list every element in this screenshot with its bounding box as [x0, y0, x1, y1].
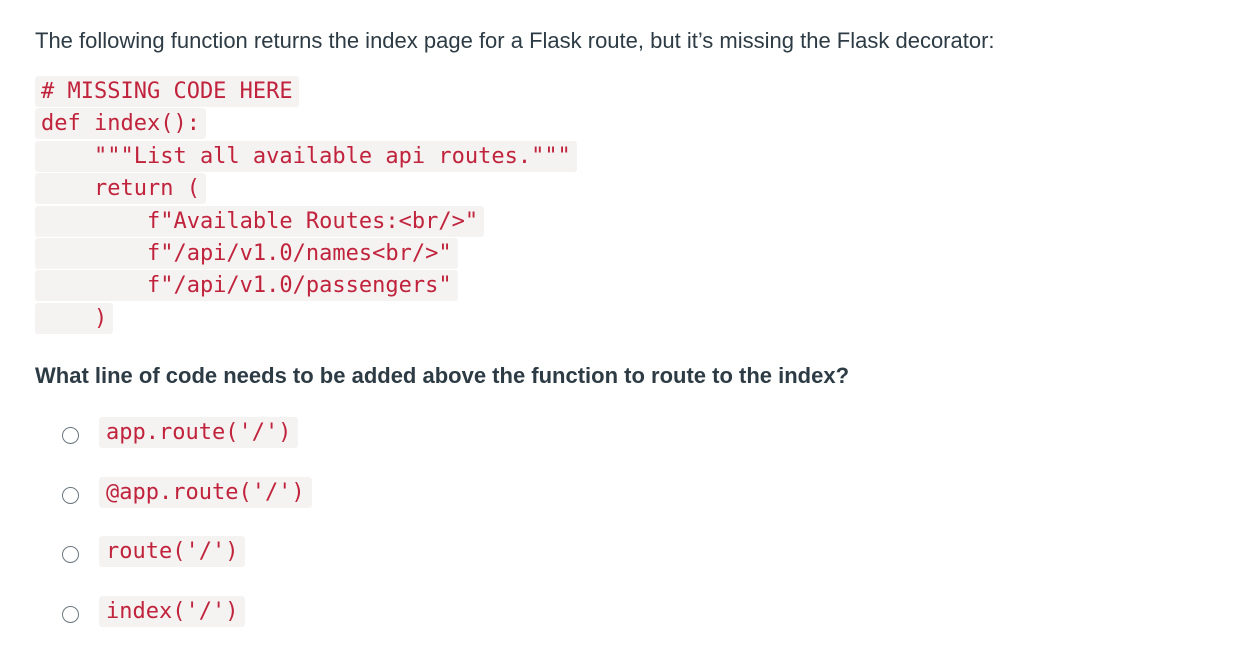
answer-option-1[interactable]: app.route('/') — [62, 417, 312, 477]
radio-button[interactable] — [62, 486, 79, 504]
code-line-text: def index(): — [35, 108, 206, 140]
code-line-text: f"Available Routes:<br/>" — [35, 205, 485, 237]
answer-option-2[interactable]: @app.route('/') — [62, 476, 312, 537]
answer-option-label[interactable]: @app.route('/') — [99, 476, 312, 508]
code-line: return ( — [35, 173, 577, 205]
code-line-text: """List all available api routes.""" — [35, 140, 577, 172]
code-line: ) — [35, 302, 577, 335]
answer-option-label[interactable]: route('/') — [99, 536, 246, 567]
question-text: What line of code needs to be added abov… — [35, 363, 850, 388]
question-intro-text: The following function returns the index… — [35, 28, 995, 53]
code-line: f"Available Routes:<br/>" — [35, 205, 577, 238]
code-line-text: return ( — [35, 173, 206, 205]
code-line-text: # MISSING CODE HERE — [35, 76, 299, 107]
code-line: """List all available api routes.""" — [35, 140, 577, 173]
code-line: # MISSING CODE HERE — [35, 76, 577, 108]
radio-button[interactable] — [62, 605, 79, 623]
code-line-text: f"/api/v1.0/names<br/>" — [35, 237, 458, 269]
answer-option-label[interactable]: index('/') — [99, 595, 246, 627]
code-line: f"/api/v1.0/names<br/>" — [35, 237, 577, 270]
code-line-text: f"/api/v1.0/passengers" — [35, 270, 458, 302]
code-line-text: ) — [35, 302, 114, 334]
radio-button[interactable] — [62, 427, 79, 444]
answer-option-label[interactable]: app.route('/') — [99, 417, 299, 448]
code-snippet: # MISSING CODE HERE def index(): """List… — [35, 76, 577, 335]
code-line: def index(): — [35, 108, 577, 140]
radio-button[interactable] — [62, 546, 79, 563]
answer-option-4[interactable]: index('/') — [62, 595, 312, 656]
code-line: f"/api/v1.0/passengers" — [35, 270, 577, 302]
answer-option-3[interactable]: route('/') — [62, 536, 312, 596]
answer-options: app.route('/') @app.route('/') route('/'… — [62, 417, 312, 655]
